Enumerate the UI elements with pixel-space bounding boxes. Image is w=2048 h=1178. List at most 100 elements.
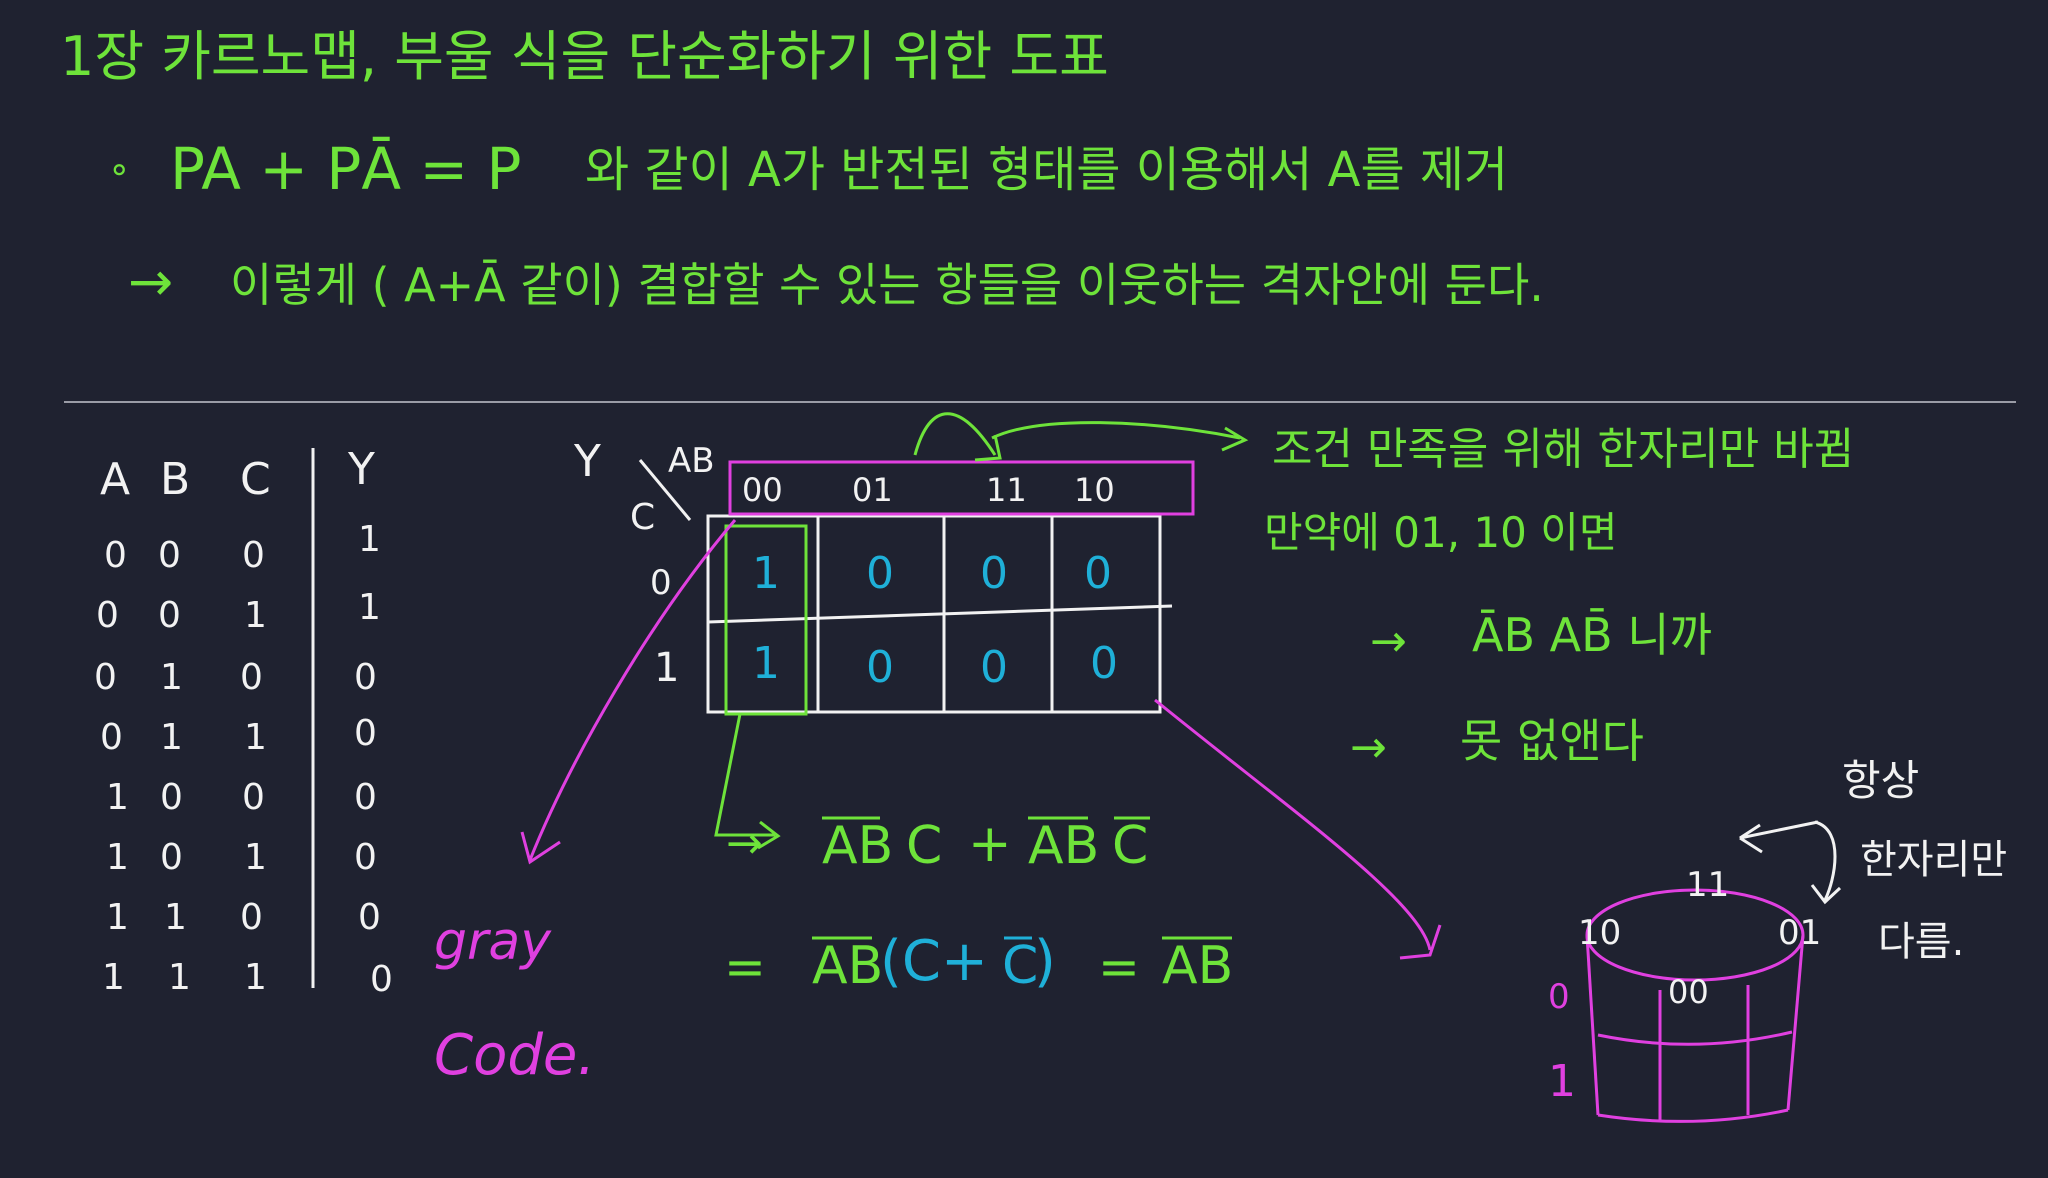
tt-row7-y: 0 [358, 897, 381, 938]
note-line3-arrow: → [128, 250, 174, 313]
tt-row5-b: 0 [160, 777, 183, 818]
derivation-term1-c: C [906, 816, 943, 876]
side-note-arrow1: → [1370, 616, 1407, 667]
kmap-col-11: 11 [986, 471, 1027, 509]
cylinder-note-3: 다름. [1878, 919, 1965, 965]
cylinder-arrow [1154, 698, 1442, 960]
title-line: 1장 카르노맵, 부울 식을 단순화하기 위한 도표 [60, 25, 1109, 88]
tt-row8-c: 1 [244, 957, 267, 998]
derivation-overlines [812, 816, 1232, 940]
kmap-col-00: 00 [742, 471, 783, 509]
derivation-c-bar: C [1002, 936, 1039, 996]
kmap-row-1: 1 [654, 645, 680, 691]
tt-row5-a: 1 [106, 777, 129, 818]
note-line2-text: 와 같이 A가 반전된 형태를 이용해서 A를 제거 [585, 142, 1509, 198]
cylinder-note-2: 한자리만 [1860, 837, 2008, 883]
cylinder-drawing [1585, 888, 1805, 1123]
derivation-result: AB [1162, 936, 1234, 996]
cylinder-label-11: 11 [1686, 865, 1730, 905]
header-arrow [913, 412, 1249, 462]
tt-row5-y: 0 [354, 777, 377, 818]
kmap-cell-0-10: 0 [1084, 548, 1112, 599]
cylinder-row-0: 0 [1548, 977, 1570, 1017]
tt-row3-c: 0 [240, 657, 263, 698]
kmap-col-10: 10 [1074, 471, 1115, 509]
tt-row1-y: 1 [358, 519, 381, 560]
tt-row2-b: 0 [158, 595, 181, 636]
kmap-header-highlight [728, 460, 1195, 516]
tt-header-b: B [160, 454, 191, 505]
side-note-arrow2: → [1350, 722, 1387, 773]
tt-row3-b: 1 [160, 657, 183, 698]
derivation-term2-c: C [1112, 816, 1149, 876]
group-arrow [714, 713, 781, 850]
gray-code-label-2: Code. [434, 1023, 596, 1088]
tt-row7-b: 1 [164, 897, 187, 938]
cylinder-note-1: 항상 [1842, 756, 1920, 805]
tt-row8-y: 0 [370, 959, 393, 1000]
cylinder-label-01: 01 [1778, 913, 1822, 953]
kmap-cell-0-11: 0 [980, 548, 1008, 599]
derivation-arrow: → [726, 818, 763, 869]
derivation-eq2: = [1098, 938, 1140, 996]
tt-header-c: C [240, 454, 271, 505]
kmap-grid [638, 459, 1173, 714]
derivation-eq1: = [724, 938, 766, 996]
note-expression: PA + PĀ = P [170, 135, 522, 203]
note-bullet: ∘ [108, 149, 131, 190]
cylinder-note-arrows [1739, 820, 1842, 905]
cylinder-row-1: 1 [1548, 1056, 1576, 1107]
kmap-row-0: 0 [650, 563, 672, 603]
tt-row1-b: 0 [158, 535, 181, 576]
side-note-arrow1-text: ĀB AB̄ 니까 [1472, 608, 1712, 662]
kmap-col-01: 01 [852, 471, 893, 509]
derivation-term1-ab: AB [822, 816, 894, 876]
tt-header-y: Y [348, 444, 375, 495]
gray-code-label-1: gray [434, 912, 552, 972]
tt-row6-a: 1 [106, 837, 129, 878]
side-note-rule: 조건 만족을 위해 한자리만 바뀜 [1272, 424, 1855, 475]
tt-row7-c: 0 [240, 897, 263, 938]
tt-row7-a: 1 [106, 897, 129, 938]
side-note-arrow2-text: 못 없앤다 [1460, 714, 1644, 768]
cylinder-label-00: 00 [1668, 973, 1709, 1011]
graycode-arrow [520, 519, 737, 865]
kmap-cell-1-01: 0 [866, 642, 894, 693]
tt-row1-a: 0 [104, 535, 127, 576]
tt-row4-c: 1 [244, 717, 267, 758]
derivation-paren-open: (C+ [880, 929, 988, 994]
tt-row3-a: 0 [94, 657, 117, 698]
side-note-if: 만약에 01, 10 이면 [1264, 508, 1618, 557]
kmap-cell-1-11: 0 [980, 642, 1008, 693]
cylinder-label-10: 10 [1578, 913, 1622, 953]
kmap-cell-0-01: 0 [866, 548, 894, 599]
tt-row6-b: 0 [160, 837, 183, 878]
tt-row6-y: 0 [354, 837, 377, 878]
tt-row2-a: 0 [96, 595, 119, 636]
kmap-col-var: AB [668, 441, 715, 481]
tt-header-a: A [100, 454, 131, 505]
kmap-cell-1-10: 0 [1090, 638, 1118, 689]
tt-row4-y: 0 [354, 713, 377, 754]
kmap-group-box [724, 524, 808, 716]
kmap-cell-0-00: 1 [752, 548, 780, 599]
kmap-y-label: Y [574, 436, 601, 487]
tt-row5-c: 0 [242, 777, 265, 818]
tt-row2-c: 1 [244, 595, 267, 636]
tt-row4-b: 1 [160, 717, 183, 758]
derivation-plus: + [968, 814, 1012, 874]
tt-row6-c: 1 [244, 837, 267, 878]
tt-row3-y: 0 [354, 657, 377, 698]
tt-row8-a: 1 [102, 957, 125, 998]
derivation-ab1: AB [812, 936, 884, 996]
kmap-cell-1-00: 1 [752, 638, 780, 689]
tt-row1-c: 0 [242, 535, 265, 576]
note-line3-text: 이렇게 ( A+Ā 같이) 결합할 수 있는 항들을 이웃하는 격자안에 둔다. [230, 258, 1544, 312]
tt-row8-b: 1 [168, 957, 191, 998]
tt-row2-y: 1 [358, 587, 381, 628]
derivation-term2-ab: AB [1028, 816, 1100, 876]
tt-row4-a: 0 [100, 717, 123, 758]
kmap-row-var: C [630, 497, 656, 538]
